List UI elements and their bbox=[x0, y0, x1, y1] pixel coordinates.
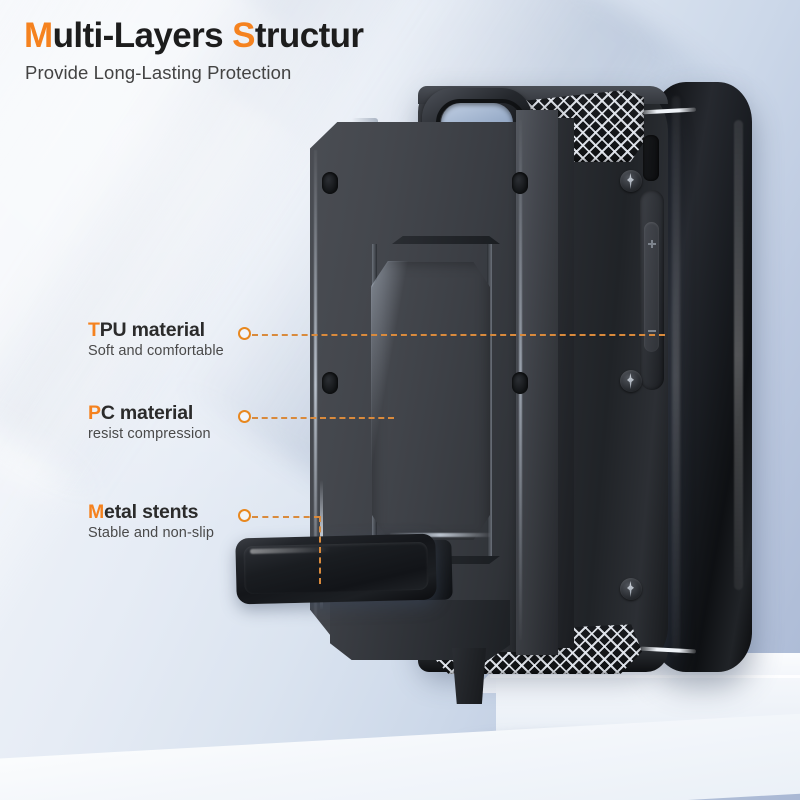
frame-port-hole-1 bbox=[322, 172, 338, 194]
callout-pc-subtitle: resist compression bbox=[88, 426, 211, 443]
mute-switch-cutout bbox=[643, 135, 659, 181]
callout-tpu-title: TPU material bbox=[88, 320, 224, 340]
callout-tpu-title-accent: T bbox=[88, 319, 100, 341]
callout-metal-stents-leader-line-h bbox=[252, 515, 320, 518]
callout-pc-leader-line bbox=[252, 416, 394, 419]
case-back-shell-rim bbox=[734, 120, 743, 590]
backplate-inner-panel-edge bbox=[371, 261, 491, 541]
callout-tpu-subtitle: Soft and comfortable bbox=[88, 343, 224, 360]
screw-icon-middle bbox=[620, 370, 642, 392]
case-support-leg bbox=[452, 648, 486, 704]
page-subtitle: Provide Long-Lasting Protection bbox=[25, 62, 292, 83]
callout-metal-stents-subtitle: Stable and non-slip bbox=[88, 525, 215, 542]
page-title-text-1: ulti-Layers bbox=[52, 16, 233, 55]
backplate-bottom-highlight bbox=[390, 533, 490, 537]
callout-pc-title-accent: P bbox=[88, 402, 101, 424]
case-back-shell-highlight bbox=[672, 96, 680, 656]
callout-tpu: TPU material Soft and comfortable bbox=[88, 320, 224, 360]
callout-pc-title: PC material bbox=[88, 403, 211, 423]
page-title-accent-2: S bbox=[232, 16, 255, 55]
volume-button bbox=[644, 222, 659, 352]
callout-metal-stents-leader-line-v bbox=[319, 515, 321, 584]
backplate-left-highlight bbox=[314, 150, 317, 620]
callout-metal-stents-marker-dot bbox=[238, 509, 251, 522]
callout-tpu-title-rest: PU material bbox=[99, 319, 205, 341]
screw-icon-top bbox=[620, 170, 642, 192]
backplate-brace-top bbox=[392, 236, 500, 244]
callout-metal-stents-title-rest: etal stents bbox=[104, 501, 199, 523]
frame-port-hole-4 bbox=[512, 372, 528, 394]
callout-pc-marker-dot bbox=[238, 410, 251, 423]
callout-tpu-leader-line bbox=[252, 333, 665, 336]
pedestal-edge-highlight bbox=[490, 675, 800, 678]
page-title: Multi-Layers Structur bbox=[24, 16, 364, 56]
volume-down-icon bbox=[648, 330, 656, 332]
case-glossy-back-shell bbox=[652, 82, 752, 672]
screw-icon-bottom bbox=[620, 578, 642, 600]
frame-port-hole-2 bbox=[322, 372, 338, 394]
page-title-text-2: tructur bbox=[254, 16, 364, 55]
callout-pc: PC material resist compression bbox=[88, 403, 211, 443]
callout-pc-title-rest: C material bbox=[100, 402, 194, 424]
callout-metal-stents: Metal stents Stable and non-slip bbox=[88, 502, 215, 542]
page-title-accent-1: M bbox=[24, 16, 53, 55]
case-center-pillar-slim bbox=[558, 118, 574, 648]
frame-port-hole-3 bbox=[512, 172, 528, 194]
volume-up-icon-bar bbox=[651, 240, 653, 248]
callout-metal-stents-title: Metal stents bbox=[88, 502, 214, 522]
callout-metal-stents-title-accent: M bbox=[88, 501, 105, 523]
callout-tpu-marker-dot bbox=[238, 327, 251, 340]
